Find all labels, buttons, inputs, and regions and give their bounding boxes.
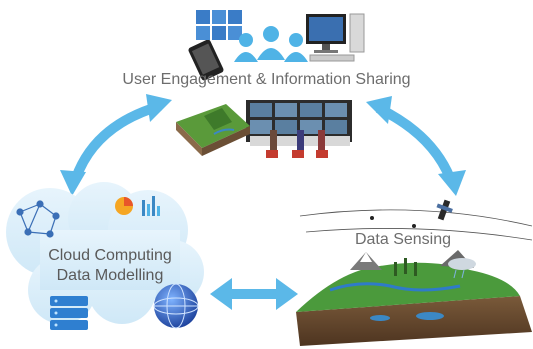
app-tiles-icon	[196, 10, 242, 40]
cycle-arrows	[60, 94, 466, 310]
globe-icon	[153, 283, 199, 329]
cloud-computing-label: Cloud Computing	[48, 247, 172, 264]
arrow-cloud-to-sensing	[210, 278, 298, 310]
desktop-computer-icon	[306, 13, 365, 62]
satellite-icon	[436, 199, 453, 221]
control-room-image	[246, 100, 352, 158]
data-sensing-label: Data Sensing	[354, 231, 452, 248]
cloud-icon	[6, 182, 204, 330]
phone-icon	[188, 39, 224, 81]
arrow-top-to-sensing	[366, 96, 466, 196]
cloud-rain-icon	[448, 258, 476, 279]
charts-icon	[115, 196, 160, 216]
terrain-model-image	[176, 104, 250, 156]
arrow-top-to-cloud	[60, 94, 172, 196]
people-icon	[234, 26, 308, 62]
landscape-sensors-icon	[296, 199, 533, 346]
network-graph-icon	[16, 200, 60, 238]
users-devices-icon	[188, 10, 365, 81]
data-modelling-label: Data Modelling	[56, 267, 164, 284]
server-icon	[50, 296, 88, 330]
user-engagement-label: User Engagement & Information Sharing	[122, 71, 411, 88]
